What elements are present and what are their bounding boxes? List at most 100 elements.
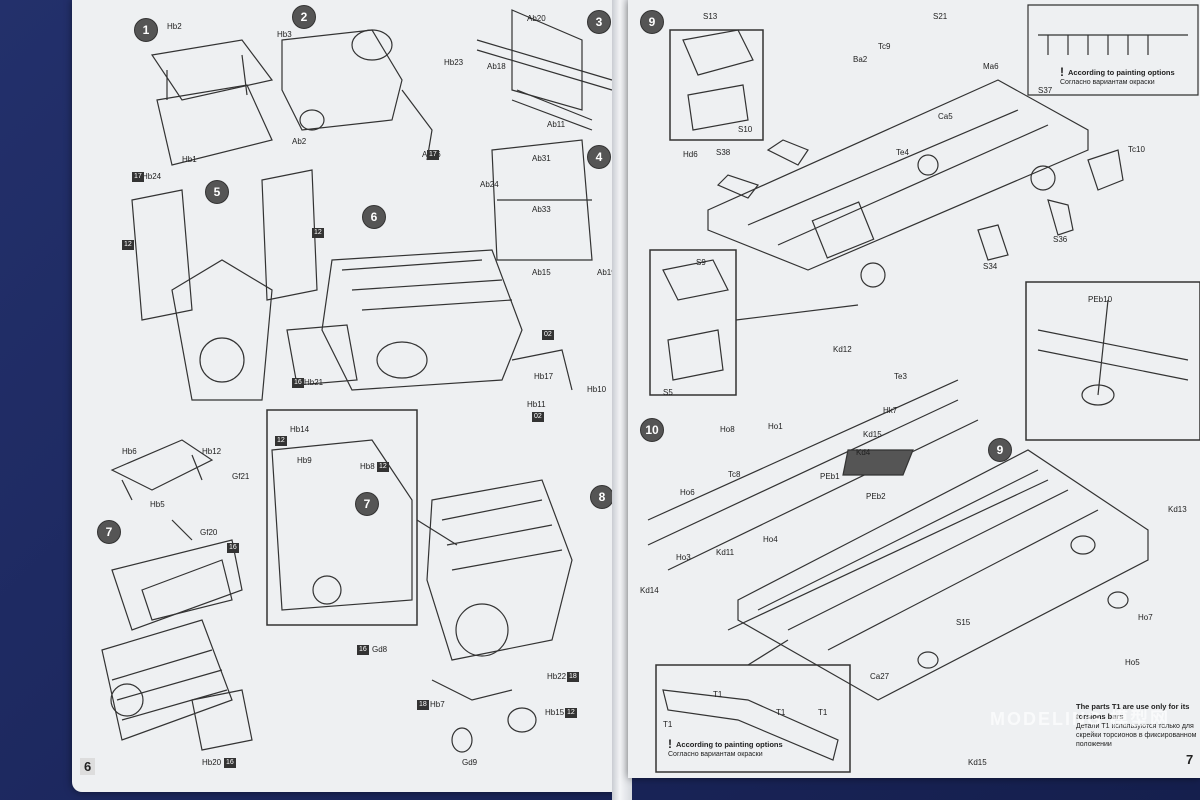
part-label: Hb2	[167, 22, 182, 31]
sprue-tag: 12	[275, 436, 287, 446]
left-page-drawings	[101, 9, 613, 753]
part-label: Ho6	[680, 488, 695, 497]
page-number-left: 6	[80, 758, 96, 775]
part-label: Ho3	[676, 553, 691, 562]
part-label: Kd4	[856, 448, 871, 457]
part-label: Mа6	[983, 62, 999, 71]
part-label: Hb10	[587, 385, 607, 394]
instruction-page-right: 9 10 9 S13 S10 S21 Tc9 Ba2 Mа6 S37 Hd6 S…	[628, 0, 1200, 778]
part-label: Ca27	[870, 672, 890, 681]
right-page-drawings	[647, 4, 1200, 773]
part-label: Kd15	[863, 430, 882, 439]
part-label: Gf20	[200, 528, 218, 537]
part-label: T1	[713, 690, 723, 699]
part-label: Ab2	[292, 137, 307, 146]
watermark: MODELING 模型网	[990, 709, 1170, 729]
part-label: Hb20	[202, 758, 222, 767]
painting-options-note-bottom: !According to painting options Согласно …	[668, 737, 783, 758]
part-label: S21	[933, 12, 948, 21]
part-label: PEb2	[866, 492, 886, 501]
part-label: S34	[983, 262, 998, 271]
step-number-3: 3	[587, 10, 611, 34]
step-callout-7: 7	[355, 492, 379, 516]
part-label: Ho4	[763, 535, 778, 544]
part-label: Kd12	[833, 345, 852, 354]
part-label: Hb24	[142, 172, 162, 181]
part-label: Ab15	[532, 268, 551, 277]
torsion-bars-note: The parts T1 are use only for its torsio…	[1076, 702, 1197, 748]
part-label: Ab31	[532, 154, 551, 163]
sprue-tag: 18	[567, 672, 579, 682]
sprue-tag: 16	[227, 543, 239, 553]
part-label: Tc10	[1128, 145, 1145, 154]
part-label: S10	[738, 125, 753, 134]
part-label: Ho5	[1125, 658, 1140, 667]
part-label: Hb1	[182, 155, 197, 164]
part-label: Hk7	[883, 406, 898, 415]
part-label: Gf21	[232, 472, 250, 481]
part-label: Hb7	[430, 700, 445, 709]
part-label: Gd8	[372, 645, 388, 654]
part-label: Gd9	[462, 758, 478, 767]
book-spine	[612, 0, 632, 800]
part-label: Ba2	[853, 55, 868, 64]
step-number-5: 5	[205, 180, 229, 204]
sprue-tag: 12	[565, 708, 577, 718]
sprue-tag: 12	[377, 462, 389, 472]
part-label: S37	[1038, 86, 1053, 95]
warning-icon: !	[1060, 65, 1064, 79]
part-label: PEb10	[1088, 295, 1113, 304]
step-number-10: 10	[640, 418, 664, 442]
part-label: Kd13	[1168, 505, 1187, 514]
sprue-tag: 02	[542, 330, 554, 340]
part-label: S5	[663, 388, 673, 397]
part-label: S38	[716, 148, 731, 157]
part-label: Te3	[894, 372, 907, 381]
part-label: Hb5	[150, 500, 165, 509]
step-callout-9: 9	[988, 438, 1012, 462]
part-label: S15	[956, 618, 971, 627]
sprue-tag: 12	[122, 240, 134, 250]
part-label: Hb11	[527, 400, 546, 409]
part-label: Ca5	[938, 112, 953, 121]
step-number-1: 1	[134, 18, 158, 42]
part-label: Kd14	[640, 586, 659, 595]
part-label: Hb9	[297, 456, 312, 465]
part-label: Ab24	[480, 180, 499, 189]
part-label: Tc9	[878, 42, 891, 51]
sprue-tag: 16	[224, 758, 236, 768]
sprue-tag: 17	[427, 150, 439, 160]
part-label: Ab19	[597, 268, 616, 277]
part-label: Hb6	[122, 447, 137, 456]
part-label: Hb12	[202, 447, 222, 456]
part-label: Kd15	[968, 758, 987, 767]
sprue-tag: 17	[132, 172, 144, 182]
warning-icon: !	[668, 737, 672, 751]
part-label: Tc8	[728, 470, 741, 479]
instruction-page-left: 1 2 3 4 5 6 7 7 8 Hb2 Hb3 Hb23 Hb24 Hb1 …	[72, 0, 617, 792]
step-number-2: 2	[292, 5, 316, 29]
part-label: Kd11	[716, 548, 735, 557]
part-label: Hb21	[304, 378, 324, 387]
part-label: S36	[1053, 235, 1068, 244]
page-number-right: 7	[1186, 752, 1194, 767]
part-label: Ab18	[487, 62, 506, 71]
sprue-tag: 12	[312, 228, 324, 238]
part-label: Hb23	[444, 58, 464, 67]
step-number-7: 7	[97, 520, 121, 544]
part-label: T1	[776, 708, 786, 717]
part-label: S9	[696, 258, 706, 267]
part-label: Ab20	[527, 14, 546, 23]
part-label: PEb1	[820, 472, 840, 481]
part-label: T1	[663, 720, 673, 729]
part-label: Hb17	[534, 372, 554, 381]
part-label: Te4	[896, 148, 909, 157]
sprue-tag: 02	[532, 412, 544, 422]
part-label: Ab33	[532, 205, 551, 214]
step-number-6: 6	[362, 205, 386, 229]
sprue-tag: 18	[417, 700, 429, 710]
part-label: T1	[818, 708, 828, 717]
part-label: Hb8	[360, 462, 375, 471]
part-label: Ho7	[1138, 613, 1153, 622]
part-label: Hb15	[545, 708, 565, 717]
